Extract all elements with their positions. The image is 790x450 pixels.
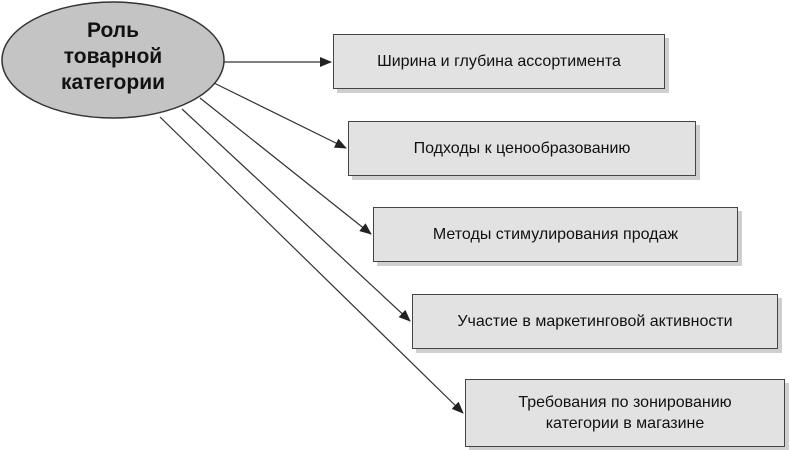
arrow-to-item-4 [159, 116, 464, 414]
arrow-to-item-3 [181, 108, 411, 322]
item-box-store-zoning: Требования по зонированию категории в ма… [465, 379, 785, 447]
root-ellipse-shape [1, 1, 225, 119]
item-box-pricing: Подходы к ценообразованию [348, 121, 696, 176]
root-node: Роль товарной категории [0, 0, 230, 125]
item-box-marketing-activity: Участие в маркетинговой активности [412, 294, 778, 349]
root-node-label: Роль товарной категории [60, 19, 166, 94]
arrow-to-item-1 [213, 82, 347, 149]
item-box-assortment: Ширина и глубина ассортимента [333, 34, 665, 89]
arrow-to-item-2 [199, 97, 372, 235]
item-box-sales-promotion: Методы стимулирования продаж [373, 207, 738, 262]
